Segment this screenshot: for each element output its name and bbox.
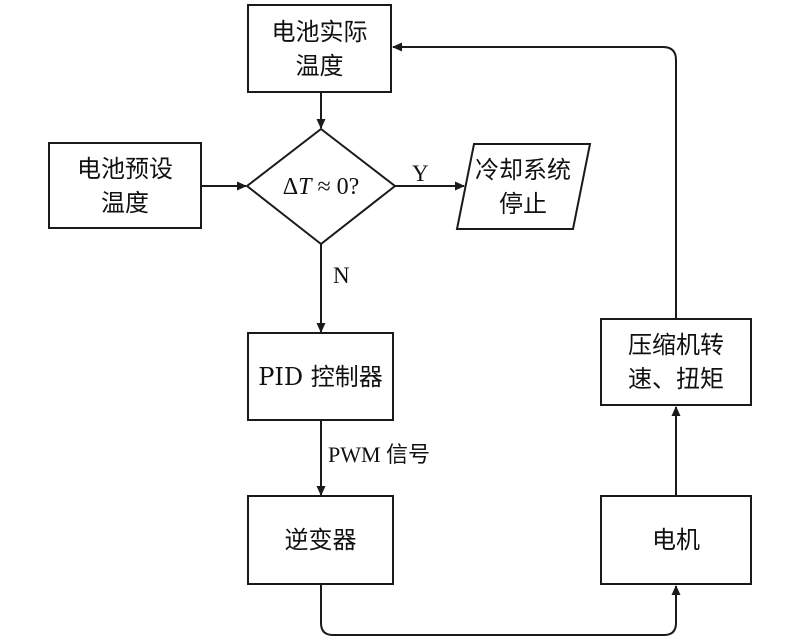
motor-node: 电机: [601, 496, 751, 584]
edge-label-no: N: [333, 263, 350, 288]
decision-delta: Δ: [282, 173, 299, 200]
decision-variable: T: [298, 173, 312, 200]
preset-temp-line2: 温度: [101, 188, 149, 217]
pid-controller-node: PID 控制器: [248, 333, 393, 420]
arrow-inverter-to-motor: [320, 584, 681, 636]
actual-temp-line2: 温度: [295, 51, 344, 80]
compressor-line2: 速、扭矩: [628, 365, 724, 393]
cooling-stop-parallelogram-shape: [455, 143, 592, 230]
actual-temp-node: 电池实际 温度: [248, 5, 391, 92]
edge-label-pwm: PWM 信号: [328, 442, 431, 467]
motor-label: 电机: [652, 526, 700, 554]
cooling-stop-node: 冷却系统 停止: [462, 144, 584, 229]
decision-condition: ΔT ≈ 0?: [283, 170, 360, 204]
decision-approx-zero: ≈ 0?: [311, 173, 360, 200]
pid-controller-label: PID 控制器: [258, 362, 383, 391]
cooling-stop-line2: 停止: [499, 189, 547, 218]
compressor-node: 压缩机转 速、扭矩: [601, 319, 751, 405]
actual-temp-box-shape: [247, 4, 392, 93]
compressor-line1: 压缩机转: [628, 331, 724, 359]
cooling-stop-line1: 冷却系统: [475, 155, 571, 184]
inverter-label: 逆变器: [284, 526, 357, 554]
preset-temp-node: 电池预设 温度: [49, 143, 201, 228]
arrow-compressor-to-actual: [392, 42, 677, 319]
preset-temp-line1: 电池预设: [77, 154, 173, 183]
actual-temp-line1: 电池实际: [271, 17, 368, 46]
inverter-node: 逆变器: [248, 496, 393, 584]
edge-label-yes: Y: [412, 161, 429, 186]
decision-node: ΔT ≈ 0?: [247, 129, 395, 244]
